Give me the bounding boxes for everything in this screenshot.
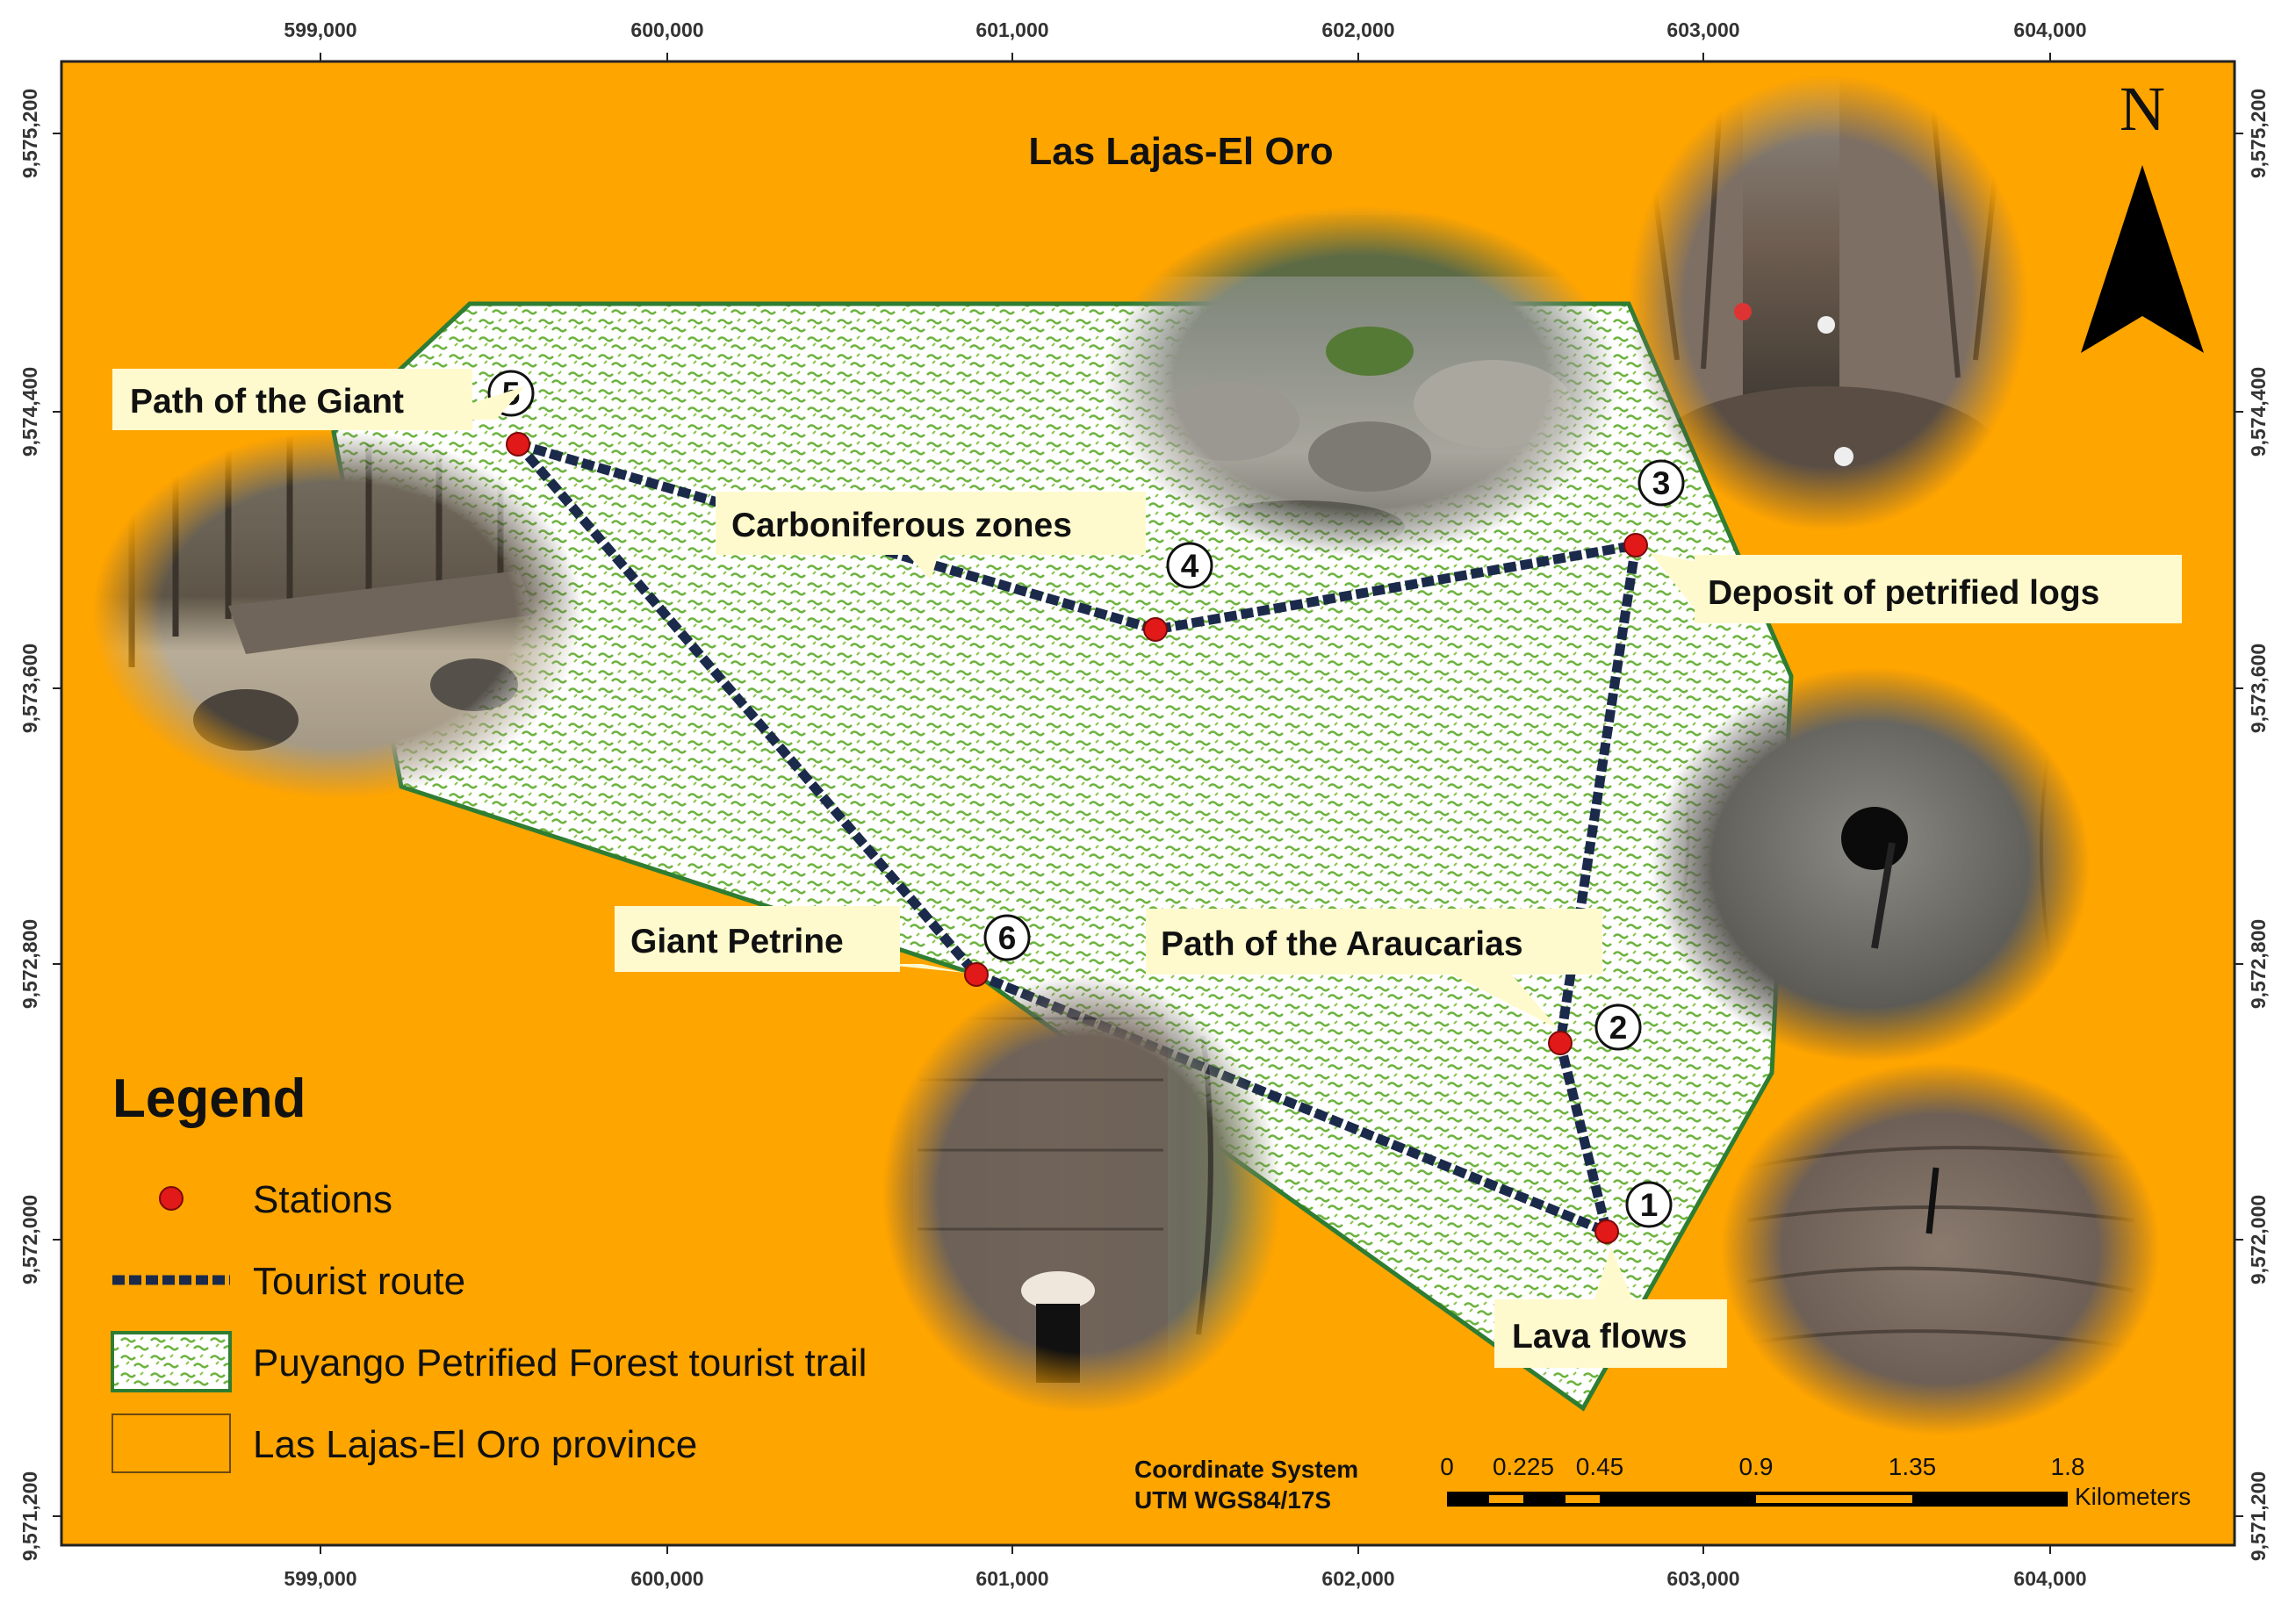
station-5-marker	[506, 432, 530, 457]
station-3-badge: 3	[1637, 459, 1685, 507]
coordinate-system-note: Coordinate System UTM WGS84/17S	[1134, 1456, 1358, 1514]
legend-item-stations: Stations	[159, 1178, 392, 1221]
station-2-marker	[1548, 1031, 1573, 1055]
easting-tick-label: 604,000	[2013, 18, 2086, 41]
scale-bar: 0 0.225 0.45 0.9 1.35 1.8 Kilometers	[1440, 1453, 2191, 1510]
station-4-marker	[1143, 617, 1168, 642]
path-of-the-giant-photo	[92, 430, 584, 799]
araucarias-path-label: Path of the Araucarias	[1146, 909, 1602, 1029]
station-1-badge: 1	[1625, 1181, 1673, 1228]
carboniferous-zones-photo	[1102, 206, 1620, 557]
araucarias-path-text: Path of the Araucarias	[1161, 925, 1523, 963]
northing-tick-label: 9,575,200	[2247, 89, 2270, 178]
legend-item-province: Las Lajas-El Oro province	[112, 1413, 697, 1473]
scale-unit-label: Kilometers	[2075, 1483, 2191, 1510]
station-2-badge: 2	[1594, 1003, 1642, 1051]
legend-item-route: Tourist route	[112, 1260, 465, 1303]
northing-tick-label: 9,572,000	[2247, 1195, 2270, 1284]
north-label: N	[2120, 74, 2165, 144]
northing-tick-label: 9,573,600	[2247, 644, 2270, 733]
giant-petrine-label: Giant Petrine	[615, 906, 966, 973]
easting-tick-label: 604,000	[2013, 1567, 2086, 1590]
giant-petrine-text: Giant Petrine	[630, 923, 844, 960]
easting-tick-label: 602,000	[1321, 1567, 1394, 1590]
scale-tick-label: 0	[1440, 1453, 1454, 1480]
legend-item-trail: Puyango Petrified Forest tourist trail	[111, 1331, 867, 1392]
legend-item-label: Las Lajas-El Oro province	[253, 1423, 697, 1466]
station-labels: Path of the Giant Carboniferous zones De…	[112, 369, 2182, 1368]
giant-petrine-photo	[882, 975, 1282, 1413]
easting-tick-label: 603,000	[1666, 18, 1739, 41]
northing-labels-right: 9,575,200 9,574,400 9,573,600 9,572,800 …	[2247, 89, 2270, 1561]
easting-labels-bottom: 599,000 600,000 601,000 602,000 603,000 …	[284, 1567, 2086, 1590]
station-4-badge: 4	[1166, 542, 1213, 589]
lava-flows-photo	[1721, 1062, 2160, 1435]
legend-item-label: Tourist route	[253, 1260, 465, 1303]
scale-tick-label: 0.45	[1576, 1453, 1624, 1480]
legend-item-label: Puyango Petrified Forest tourist trail	[253, 1341, 867, 1385]
petrified-logs-deposit-text: Deposit of petrified logs	[1708, 574, 2099, 612]
scale-tick-label: 0.225	[1493, 1453, 1554, 1480]
northing-tick-label: 9,572,800	[18, 919, 41, 1009]
easting-tick-label: 600,000	[630, 1567, 703, 1590]
legend-item-label: Stations	[253, 1178, 392, 1221]
coordinate-system-value: UTM WGS84/17S	[1134, 1486, 1331, 1514]
araucarias-path-photo	[1651, 667, 2090, 1062]
northing-tick-label: 9,574,400	[2247, 367, 2270, 457]
carboniferous-zones-text: Carboniferous zones	[731, 507, 1072, 544]
trail-area-icon	[111, 1331, 232, 1392]
scale-tick-label: 1.35	[1889, 1453, 1937, 1480]
map-title: Las Lajas-El Oro	[1028, 130, 1333, 173]
petrified-logs-deposit-label: Deposit of petrified logs	[1651, 553, 2182, 623]
easting-tick-label: 603,000	[1666, 1567, 1739, 1590]
coordinate-system-title: Coordinate System	[1134, 1456, 1358, 1483]
scale-bar-segment	[1489, 1495, 1523, 1503]
carboniferous-zones-label: Carboniferous zones	[716, 492, 1146, 579]
legend-title: Legend	[112, 1068, 306, 1129]
northing-tick-label: 9,574,400	[18, 367, 41, 457]
station-3-marker	[1623, 533, 1648, 557]
northing-tick-label: 9,571,200	[2247, 1471, 2270, 1561]
north-arrow-icon	[2081, 165, 2204, 353]
easting-tick-label: 601,000	[975, 1567, 1048, 1590]
legend: Legend Stations Tourist route Puyango Pe…	[111, 1068, 867, 1473]
scale-bar-segment	[1756, 1495, 1912, 1503]
station-1-number: 1	[1640, 1187, 1659, 1223]
path-of-the-giant-label: Path of the Giant	[112, 369, 525, 430]
scale-tick-label: 0.9	[1739, 1453, 1774, 1480]
northing-tick-label: 9,572,000	[18, 1195, 41, 1284]
station-markers	[506, 432, 1648, 1244]
easting-tick-label: 602,000	[1321, 18, 1394, 41]
province-area-icon	[112, 1413, 231, 1473]
north-arrow: N	[2081, 74, 2204, 353]
northing-tick-label: 9,575,200	[18, 89, 41, 178]
scale-bar-segment	[1565, 1495, 1600, 1503]
path-of-the-giant-text: Path of the Giant	[130, 383, 404, 421]
easting-tick-label: 599,000	[284, 18, 356, 41]
northing-labels-left: 9,575,200 9,574,400 9,573,600 9,572,800 …	[18, 89, 41, 1561]
lava-flows-label: Lava flows	[1494, 1247, 1727, 1368]
station-6-marker	[964, 962, 989, 987]
lava-flows-text: Lava flows	[1512, 1318, 1687, 1356]
easting-labels-top: 599,000 600,000 601,000 602,000 603,000 …	[284, 18, 2086, 41]
easting-tick-label: 600,000	[630, 18, 703, 41]
scale-tick-label: 1.8	[2051, 1453, 2085, 1480]
northing-tick-label: 9,572,800	[2247, 919, 2270, 1009]
station-dot-icon	[159, 1186, 184, 1211]
map-frame	[60, 60, 2236, 1547]
easting-tick-label: 599,000	[284, 1567, 356, 1590]
station-3-number: 3	[1652, 465, 1671, 501]
northing-tick-label: 9,571,200	[18, 1471, 41, 1561]
station-2-number: 2	[1609, 1010, 1628, 1046]
graticule-tick-marks	[53, 53, 2243, 1554]
northing-tick-label: 9,573,600	[18, 644, 41, 733]
petrified-logs-deposit-photo	[1629, 75, 2028, 531]
station-6-badge: 6	[983, 914, 1031, 961]
station-4-number: 4	[1181, 548, 1199, 584]
station-6-number: 6	[998, 920, 1017, 956]
station-1-marker	[1594, 1219, 1619, 1244]
easting-tick-label: 601,000	[975, 18, 1048, 41]
